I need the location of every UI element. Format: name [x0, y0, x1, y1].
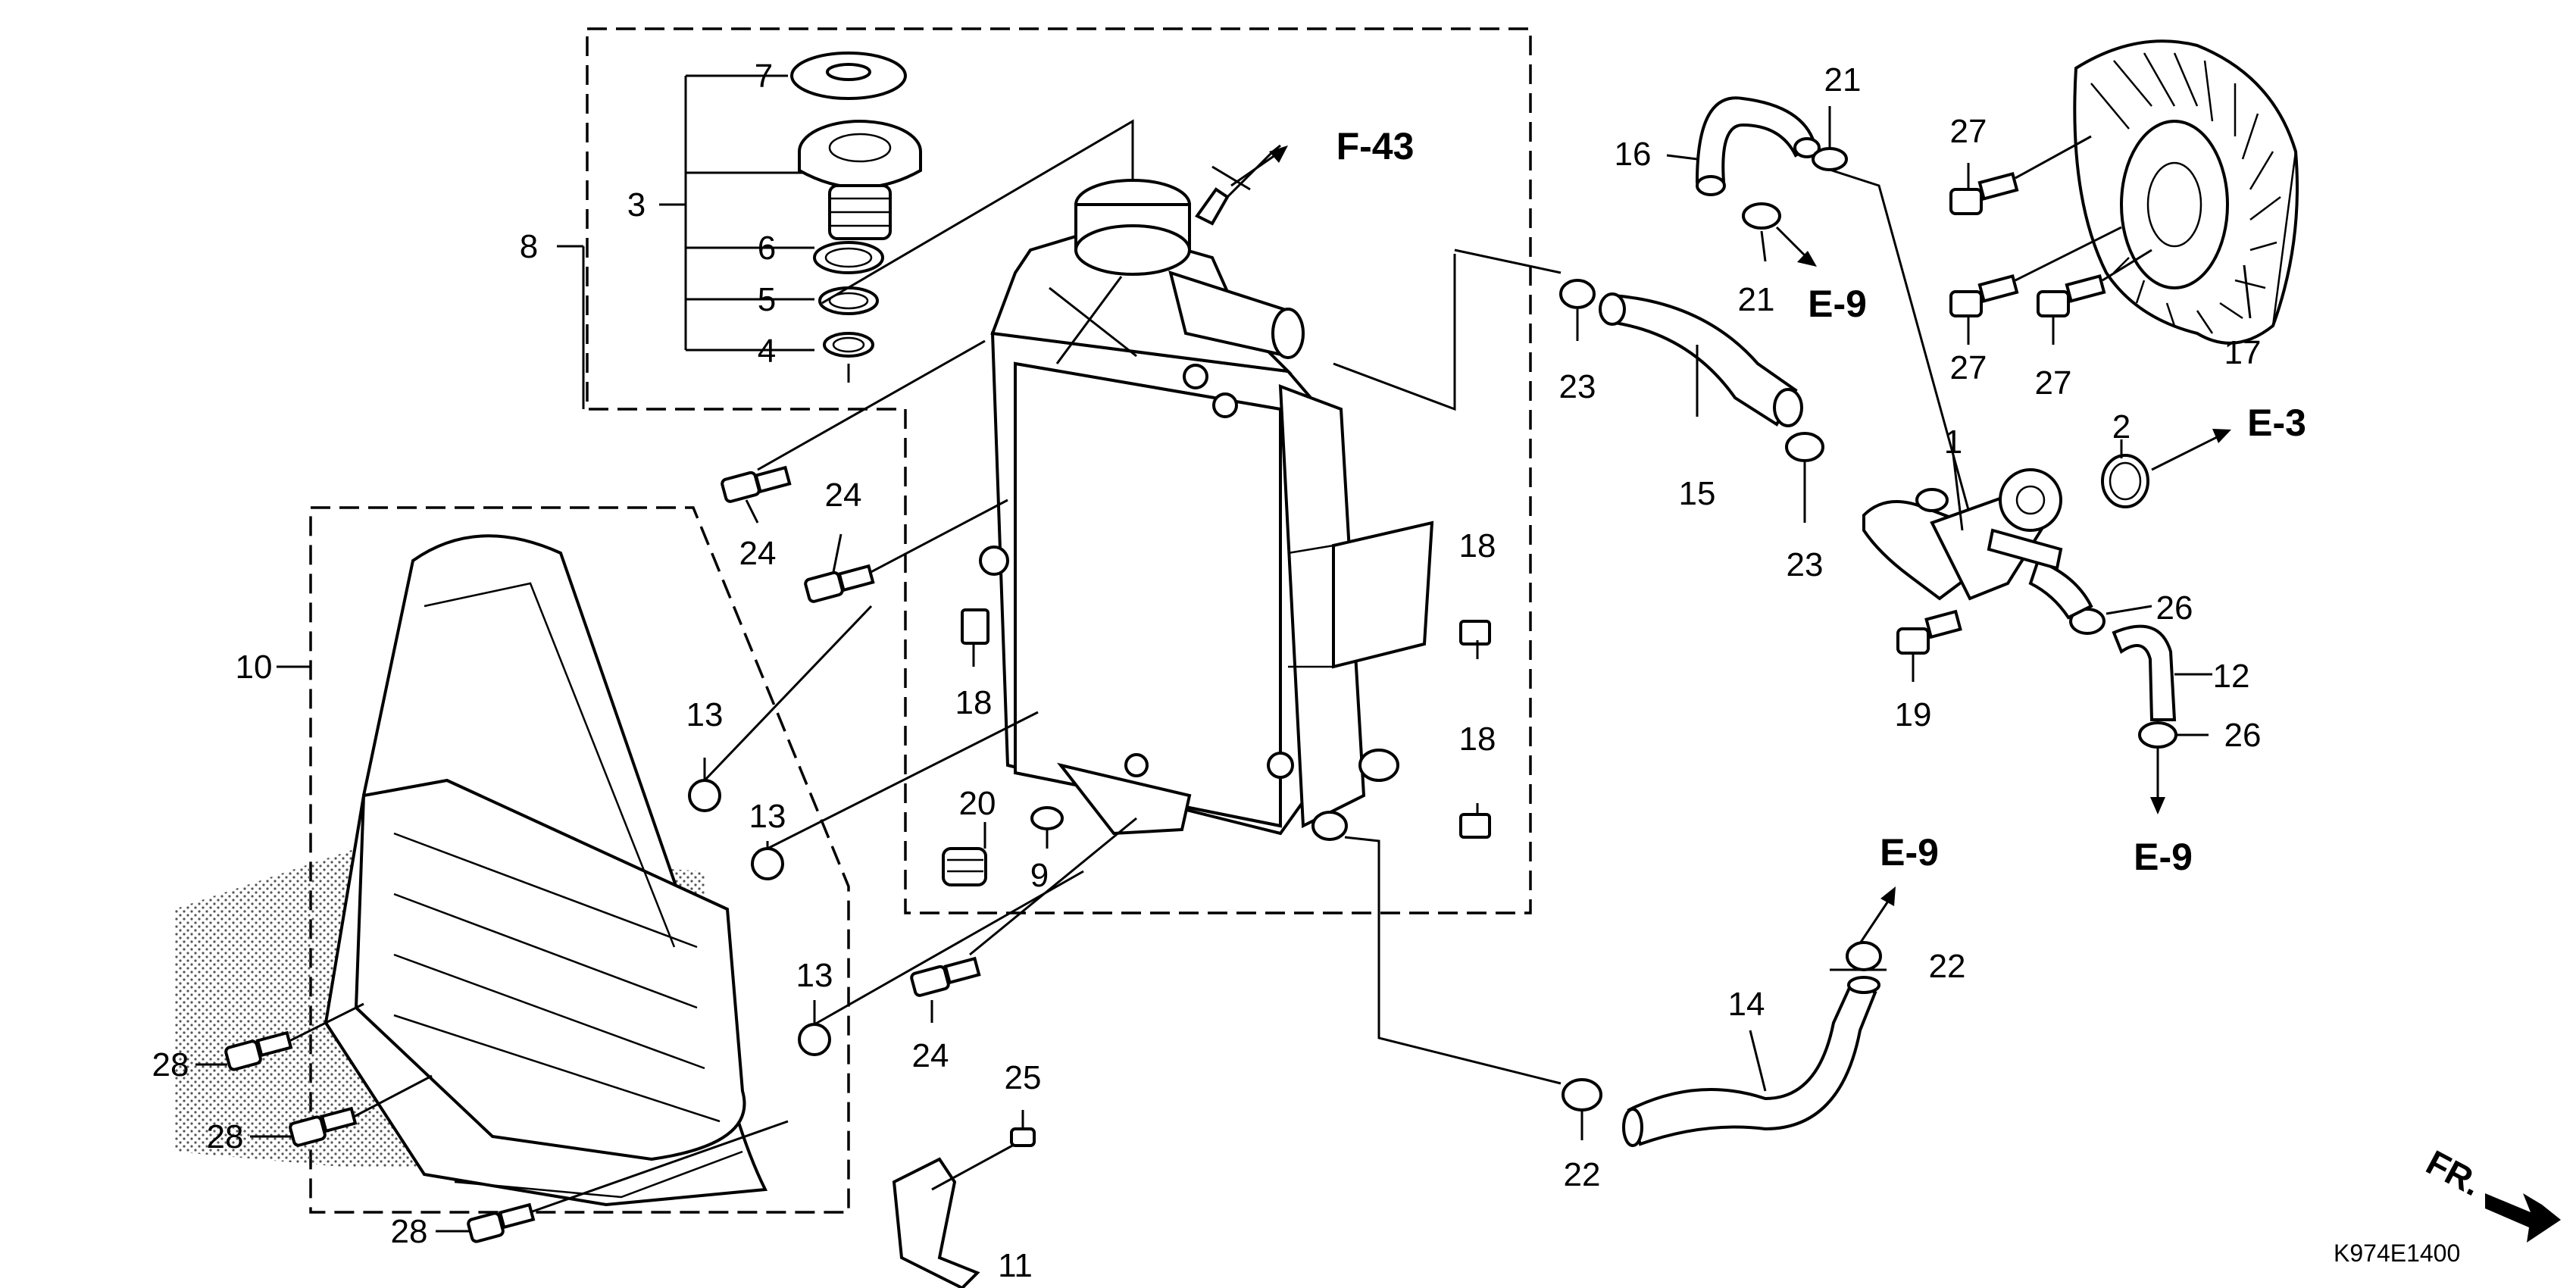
ref-f43: F-43: [1336, 125, 1415, 167]
ref-arrow-e9-hose14: [1859, 886, 1896, 944]
callout-26b: 26: [2224, 717, 2262, 754]
hose-14: [1622, 976, 1880, 1147]
callout-15: 15: [1679, 475, 1716, 512]
callout-27b: 27: [1950, 349, 1987, 386]
radiator: [821, 119, 1456, 841]
clamp-22: [1344, 836, 1882, 1111]
clamp-21: [1742, 147, 1971, 516]
callout-28c: 28: [391, 1213, 428, 1250]
callout-27c: 27: [2035, 364, 2072, 402]
callout-7: 7: [755, 58, 773, 95]
ref-e3: E-3: [2247, 402, 2306, 444]
ref-e9-top: E-9: [1808, 283, 1867, 325]
callout-24b: 24: [825, 477, 862, 514]
callout-9: 9: [1030, 857, 1049, 894]
callout-2: 2: [2112, 408, 2131, 445]
ref-arrow-f43: [1230, 145, 1288, 187]
ref-e9-right: E-9: [2134, 836, 2193, 878]
drain-bolt-20: [942, 847, 987, 886]
cooling-fan: [2073, 39, 2299, 345]
callout-8: 8: [520, 228, 538, 265]
callout-23b: 23: [1787, 546, 1824, 583]
callout-25: 25: [1005, 1059, 1042, 1096]
bolt-27: [1949, 135, 2152, 317]
callout-24c: 24: [912, 1037, 949, 1074]
callout-11: 11: [998, 1247, 1033, 1284]
front-mark: FR.: [2420, 1143, 2488, 1204]
group-box-radiator-assembly: [586, 27, 1532, 914]
callout-18a: 18: [1459, 527, 1496, 564]
ref-arrow-e3: [2151, 429, 2231, 471]
bolt-24-middle: [804, 499, 1008, 603]
front-direction-arrow: [2485, 1193, 2561, 1243]
drawing-code: K974E1400: [2334, 1240, 2460, 1267]
callout-6: 6: [758, 230, 776, 267]
callout-22a: 22: [1929, 948, 1966, 985]
callout-1: 1: [1944, 424, 1962, 461]
washer-9: [1030, 806, 1064, 830]
callout-18b: 18: [955, 684, 993, 721]
hose-15: [1599, 292, 1803, 427]
reference-labels: F-43 E-9 E-3 E-9 E-9: [1336, 125, 2306, 878]
bolt-28: [224, 1002, 789, 1243]
hose-12: [2112, 624, 2177, 721]
callout-21b: 21: [1738, 281, 1775, 318]
fan-shroud: [174, 534, 768, 1207]
callout-16: 16: [1615, 136, 1652, 173]
ref-e9-bottom: E-9: [1880, 831, 1939, 874]
callout-22b: 22: [1564, 1156, 1601, 1193]
bolt-19: [1896, 609, 1962, 655]
bracket-11: [892, 1127, 1036, 1288]
callout-10: 10: [236, 649, 273, 686]
callout-5: 5: [758, 281, 776, 318]
callout-13b: 13: [749, 798, 786, 835]
callout-4: 4: [758, 333, 776, 370]
callout-24a: 24: [739, 535, 777, 572]
oring-2: [2101, 454, 2149, 508]
water-pipe-joint: [1862, 468, 2093, 620]
ref-arrow-e9-hose16: [1775, 226, 1817, 267]
callout-12: 12: [2213, 658, 2250, 695]
callout-27a: 27: [1950, 113, 1987, 150]
callout-23a: 23: [1559, 368, 1596, 405]
callout-19: 19: [1895, 696, 1932, 733]
clip-18: [961, 608, 1491, 839]
clamp-23: [1454, 249, 1824, 462]
callout-13c: 13: [796, 957, 833, 994]
callout-21a: 21: [1824, 61, 1862, 98]
callout-3: 3: [627, 186, 646, 224]
ref-arrow-e9-hose12: [2150, 746, 2165, 814]
callout-14: 14: [1728, 986, 1765, 1023]
grommet-13: [688, 605, 1084, 1056]
callout-20: 20: [959, 785, 996, 822]
callout-18c: 18: [1459, 721, 1496, 758]
bolt-24-upper: [721, 339, 986, 503]
callout-13a: 13: [686, 696, 724, 733]
callout-labels: 1 2 3 4 5 6 7 8 9 10 11 12 13 13 13 14 1…: [152, 58, 2262, 1284]
callout-28b: 28: [207, 1118, 244, 1155]
hose-16: [1695, 96, 1821, 196]
callout-26a: 26: [2156, 589, 2193, 627]
callout-17: 17: [2224, 334, 2262, 371]
callout-28a: 28: [152, 1046, 189, 1083]
radiator-cap-parts: [557, 52, 922, 409]
bolt-24-lower: [910, 817, 1137, 997]
